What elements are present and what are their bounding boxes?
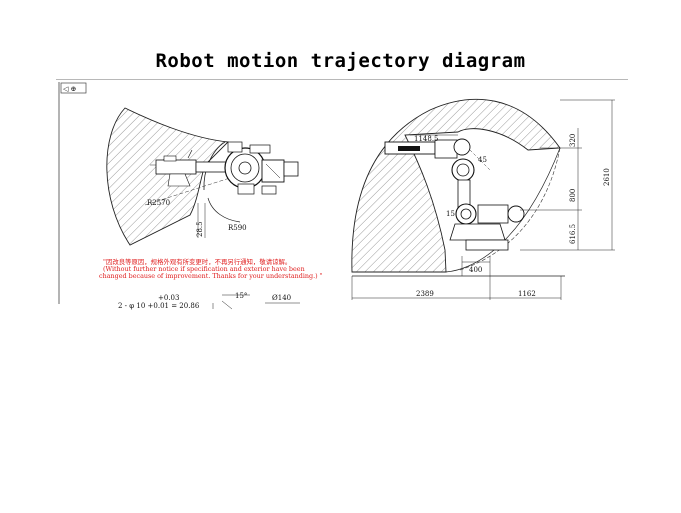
dim-2610: 2610 xyxy=(603,168,611,186)
notice-line-2: (Without further notice if specification… xyxy=(103,265,305,273)
toolbar-box: ◁ ⊕ xyxy=(60,82,87,94)
small-radius-label: R590 xyxy=(228,224,247,232)
page-title: Robot motion trajectory diagram xyxy=(155,50,526,72)
dim-1148: 1148.5 xyxy=(414,135,439,143)
dim-400: 400 xyxy=(469,266,482,274)
angle-label: 15° xyxy=(235,292,247,300)
side-view: 45 15 1148.5 320 800 616.5 2610 400 2389… xyxy=(351,98,615,300)
dim-320: 320 xyxy=(569,134,577,147)
tolerance-label: +0.03 xyxy=(158,294,179,302)
notice-block: "因改良等原因，规格外观有所变更时，不再另行通知，敬请谅解。 (Without … xyxy=(99,257,323,280)
radius-label: R2570 xyxy=(147,199,170,207)
dim-vertical-label: 28.5 xyxy=(196,221,204,237)
dim-1162: 1162 xyxy=(518,290,536,298)
diameter-label: Ø140 xyxy=(272,294,291,302)
top-view: R2570 R590 28.5 xyxy=(106,107,299,246)
small-angle-b: 15 xyxy=(446,210,455,218)
toolbar-icon[interactable]: ◁ ⊕ xyxy=(63,85,76,93)
notice-line-1: "因改良等原因，规格外观有所变更时，不再另行通知，敬请谅解。 xyxy=(103,257,291,266)
separator-line xyxy=(56,79,628,80)
small-angle-a: 45 xyxy=(478,156,487,164)
hole-spec-label: 2 - φ 10 +0.01 = 20.86 xyxy=(118,302,200,310)
workspace-region xyxy=(106,107,229,246)
notice-line-3: changed because of improvement. Thanks f… xyxy=(99,272,323,280)
detail-fragment: +0.03 2 - φ 10 +0.01 = 20.86 15° Ø140 xyxy=(118,292,300,310)
dim-2389: 2389 xyxy=(416,290,434,298)
dim-800: 800 xyxy=(569,189,577,202)
reach-envelope xyxy=(351,98,561,273)
dim-616: 616.5 xyxy=(569,224,577,244)
